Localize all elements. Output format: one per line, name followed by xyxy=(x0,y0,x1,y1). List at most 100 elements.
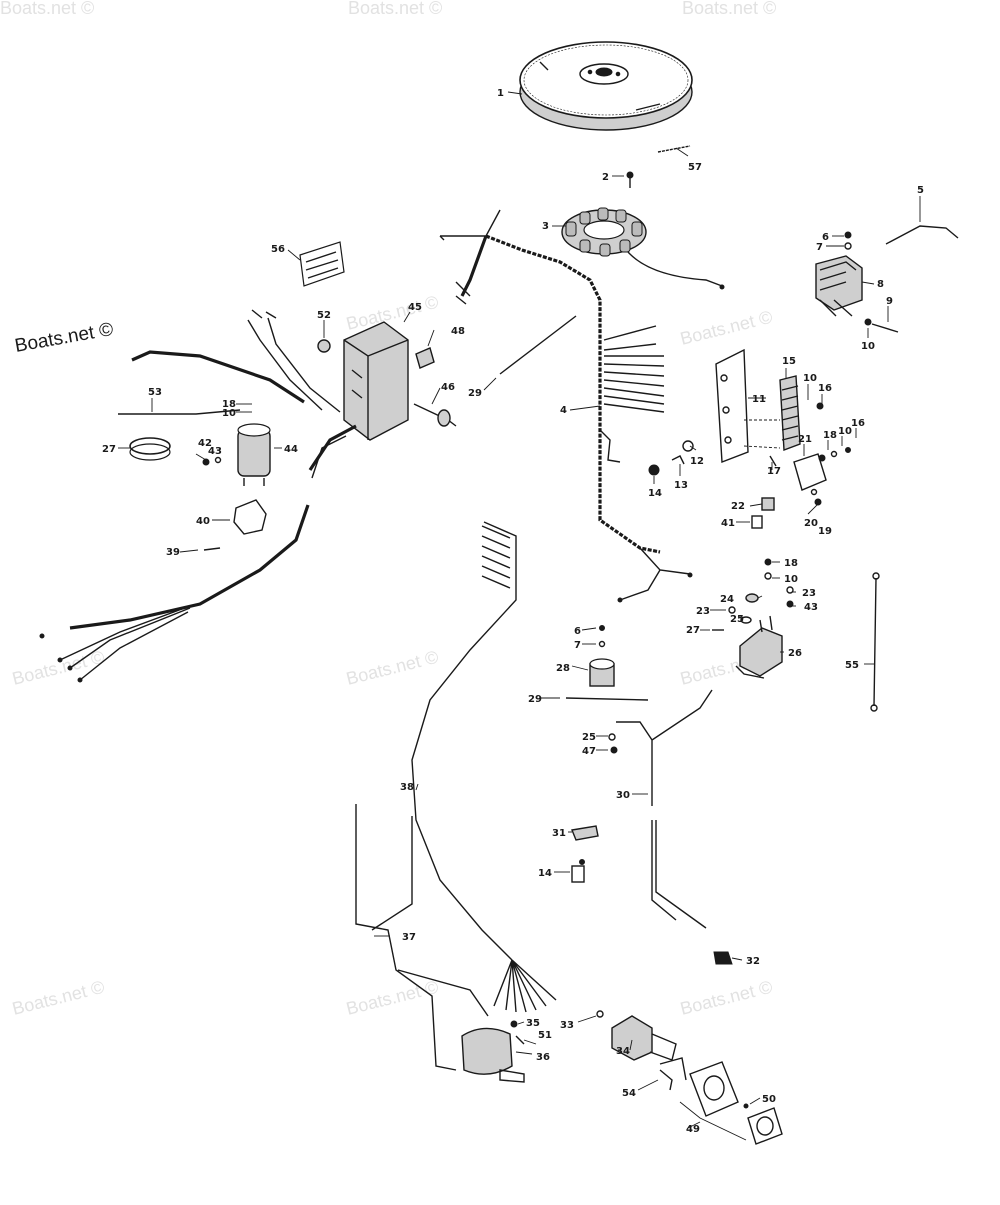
part-label: 43 xyxy=(208,446,222,457)
ignition-switch-34 xyxy=(596,1010,677,1061)
battery-cable xyxy=(131,350,305,404)
watermark: Boats.net © xyxy=(348,0,442,18)
clamp-27 xyxy=(129,437,171,455)
part-label: 33 xyxy=(560,1020,574,1031)
rectifier-8 xyxy=(815,255,863,317)
part-label: 24 xyxy=(720,594,734,605)
part-label: 23 xyxy=(802,588,816,599)
tie-strap-29 xyxy=(565,697,649,701)
part-label: 10 xyxy=(222,408,236,419)
tube-37 xyxy=(355,804,489,1071)
part-label: 21 xyxy=(798,434,812,445)
part-label: 34 xyxy=(616,1046,630,1057)
block-21 xyxy=(793,453,827,491)
part-label: 48 xyxy=(451,326,465,337)
key-54 xyxy=(659,1057,687,1081)
part-label: 9 xyxy=(886,296,893,307)
part-label: 27 xyxy=(102,444,116,455)
part-label: 54 xyxy=(622,1088,636,1099)
part-label: 32 xyxy=(746,956,760,967)
part-label: 44 xyxy=(284,444,298,455)
part-label: 30 xyxy=(616,790,630,801)
part-label: 5 xyxy=(917,185,924,196)
watermark-main: Boats.net © xyxy=(13,319,115,357)
part-label: 16 xyxy=(818,383,832,394)
part-label: 49 xyxy=(686,1124,700,1135)
nut-14 xyxy=(648,464,660,476)
part-label: 40 xyxy=(196,516,210,527)
lead-5 xyxy=(885,225,959,245)
component-13 xyxy=(671,455,685,465)
watermark: Boats.net © xyxy=(0,0,94,18)
part-label: 6 xyxy=(574,626,581,637)
cap-52 xyxy=(317,339,331,353)
part-label: 43 xyxy=(804,602,818,613)
part-label: 39 xyxy=(166,547,180,558)
part-label: 56 xyxy=(271,244,285,255)
part-label: 18 xyxy=(784,558,798,569)
harness-38 xyxy=(411,521,517,961)
part-label: 7 xyxy=(816,242,823,253)
part-label: 35 xyxy=(526,1018,540,1029)
mount-28 xyxy=(589,658,615,687)
watermark: Boats.net © xyxy=(344,977,440,1019)
bracket-40 xyxy=(233,499,267,535)
nut-10 xyxy=(864,318,872,326)
component-41 xyxy=(751,515,763,529)
part-label: 29 xyxy=(528,694,542,705)
lead-53 xyxy=(118,409,241,415)
part-label: 57 xyxy=(688,162,702,173)
part-label: 29 xyxy=(468,388,482,399)
clip-31 xyxy=(571,825,599,841)
part-label: 16 xyxy=(851,418,865,429)
part-label: 10 xyxy=(803,373,817,384)
part-label: 25 xyxy=(582,732,596,743)
part-label: 36 xyxy=(536,1052,550,1063)
part-label: 18 xyxy=(222,399,236,410)
part-label: 14 xyxy=(648,488,662,499)
part-label: 55 xyxy=(845,660,859,671)
bolt-9 xyxy=(871,323,899,333)
part-label: 25 xyxy=(730,614,744,625)
wiring-harness-main xyxy=(439,209,693,603)
watermark: Boats.net © xyxy=(10,977,106,1019)
part-label: 4 xyxy=(560,405,567,416)
cable-bundle xyxy=(69,504,310,630)
nut-14 xyxy=(571,865,585,883)
part-label: 26 xyxy=(788,648,802,659)
part-label: 37 xyxy=(402,932,416,943)
tube-30 xyxy=(616,689,713,929)
part-label: 3 xyxy=(542,221,549,232)
part-label: 20 xyxy=(804,518,818,529)
watermark: Boats.net © xyxy=(682,0,776,18)
leader-lines xyxy=(118,91,921,1129)
part-label: 2 xyxy=(602,172,609,183)
part-label: 31 xyxy=(552,828,566,839)
part-label: 38 xyxy=(400,782,414,793)
washer-7 xyxy=(844,242,852,250)
decal-56 xyxy=(299,241,345,287)
tie-strap-29 xyxy=(499,315,577,375)
part-label: 22 xyxy=(731,501,745,512)
watermark: Boats.net © xyxy=(344,647,440,689)
gauge-36 xyxy=(461,1027,525,1083)
nut-6 xyxy=(844,231,852,239)
part-label: 42 xyxy=(198,438,212,449)
watermark: Boats.net © xyxy=(678,307,774,349)
part-label: 18 xyxy=(823,430,837,441)
watermark-layer: Boats.net © Boats.net © Boats.net © Boat… xyxy=(0,0,776,1019)
fitting-32 xyxy=(713,951,733,965)
component-22 xyxy=(761,497,775,511)
part-label: 17 xyxy=(767,466,781,477)
key-57 xyxy=(657,145,691,153)
part-label: 6 xyxy=(822,232,829,243)
part-label: 52 xyxy=(317,310,331,321)
screw-2 xyxy=(626,171,634,188)
part-label: 10 xyxy=(838,426,852,437)
grommet-48 xyxy=(415,347,435,369)
part-label: 19 xyxy=(818,526,832,537)
terminal-block-15 xyxy=(779,375,801,451)
part-label: 14 xyxy=(538,868,552,879)
plate-11 xyxy=(715,348,749,463)
component-12 xyxy=(682,440,694,452)
